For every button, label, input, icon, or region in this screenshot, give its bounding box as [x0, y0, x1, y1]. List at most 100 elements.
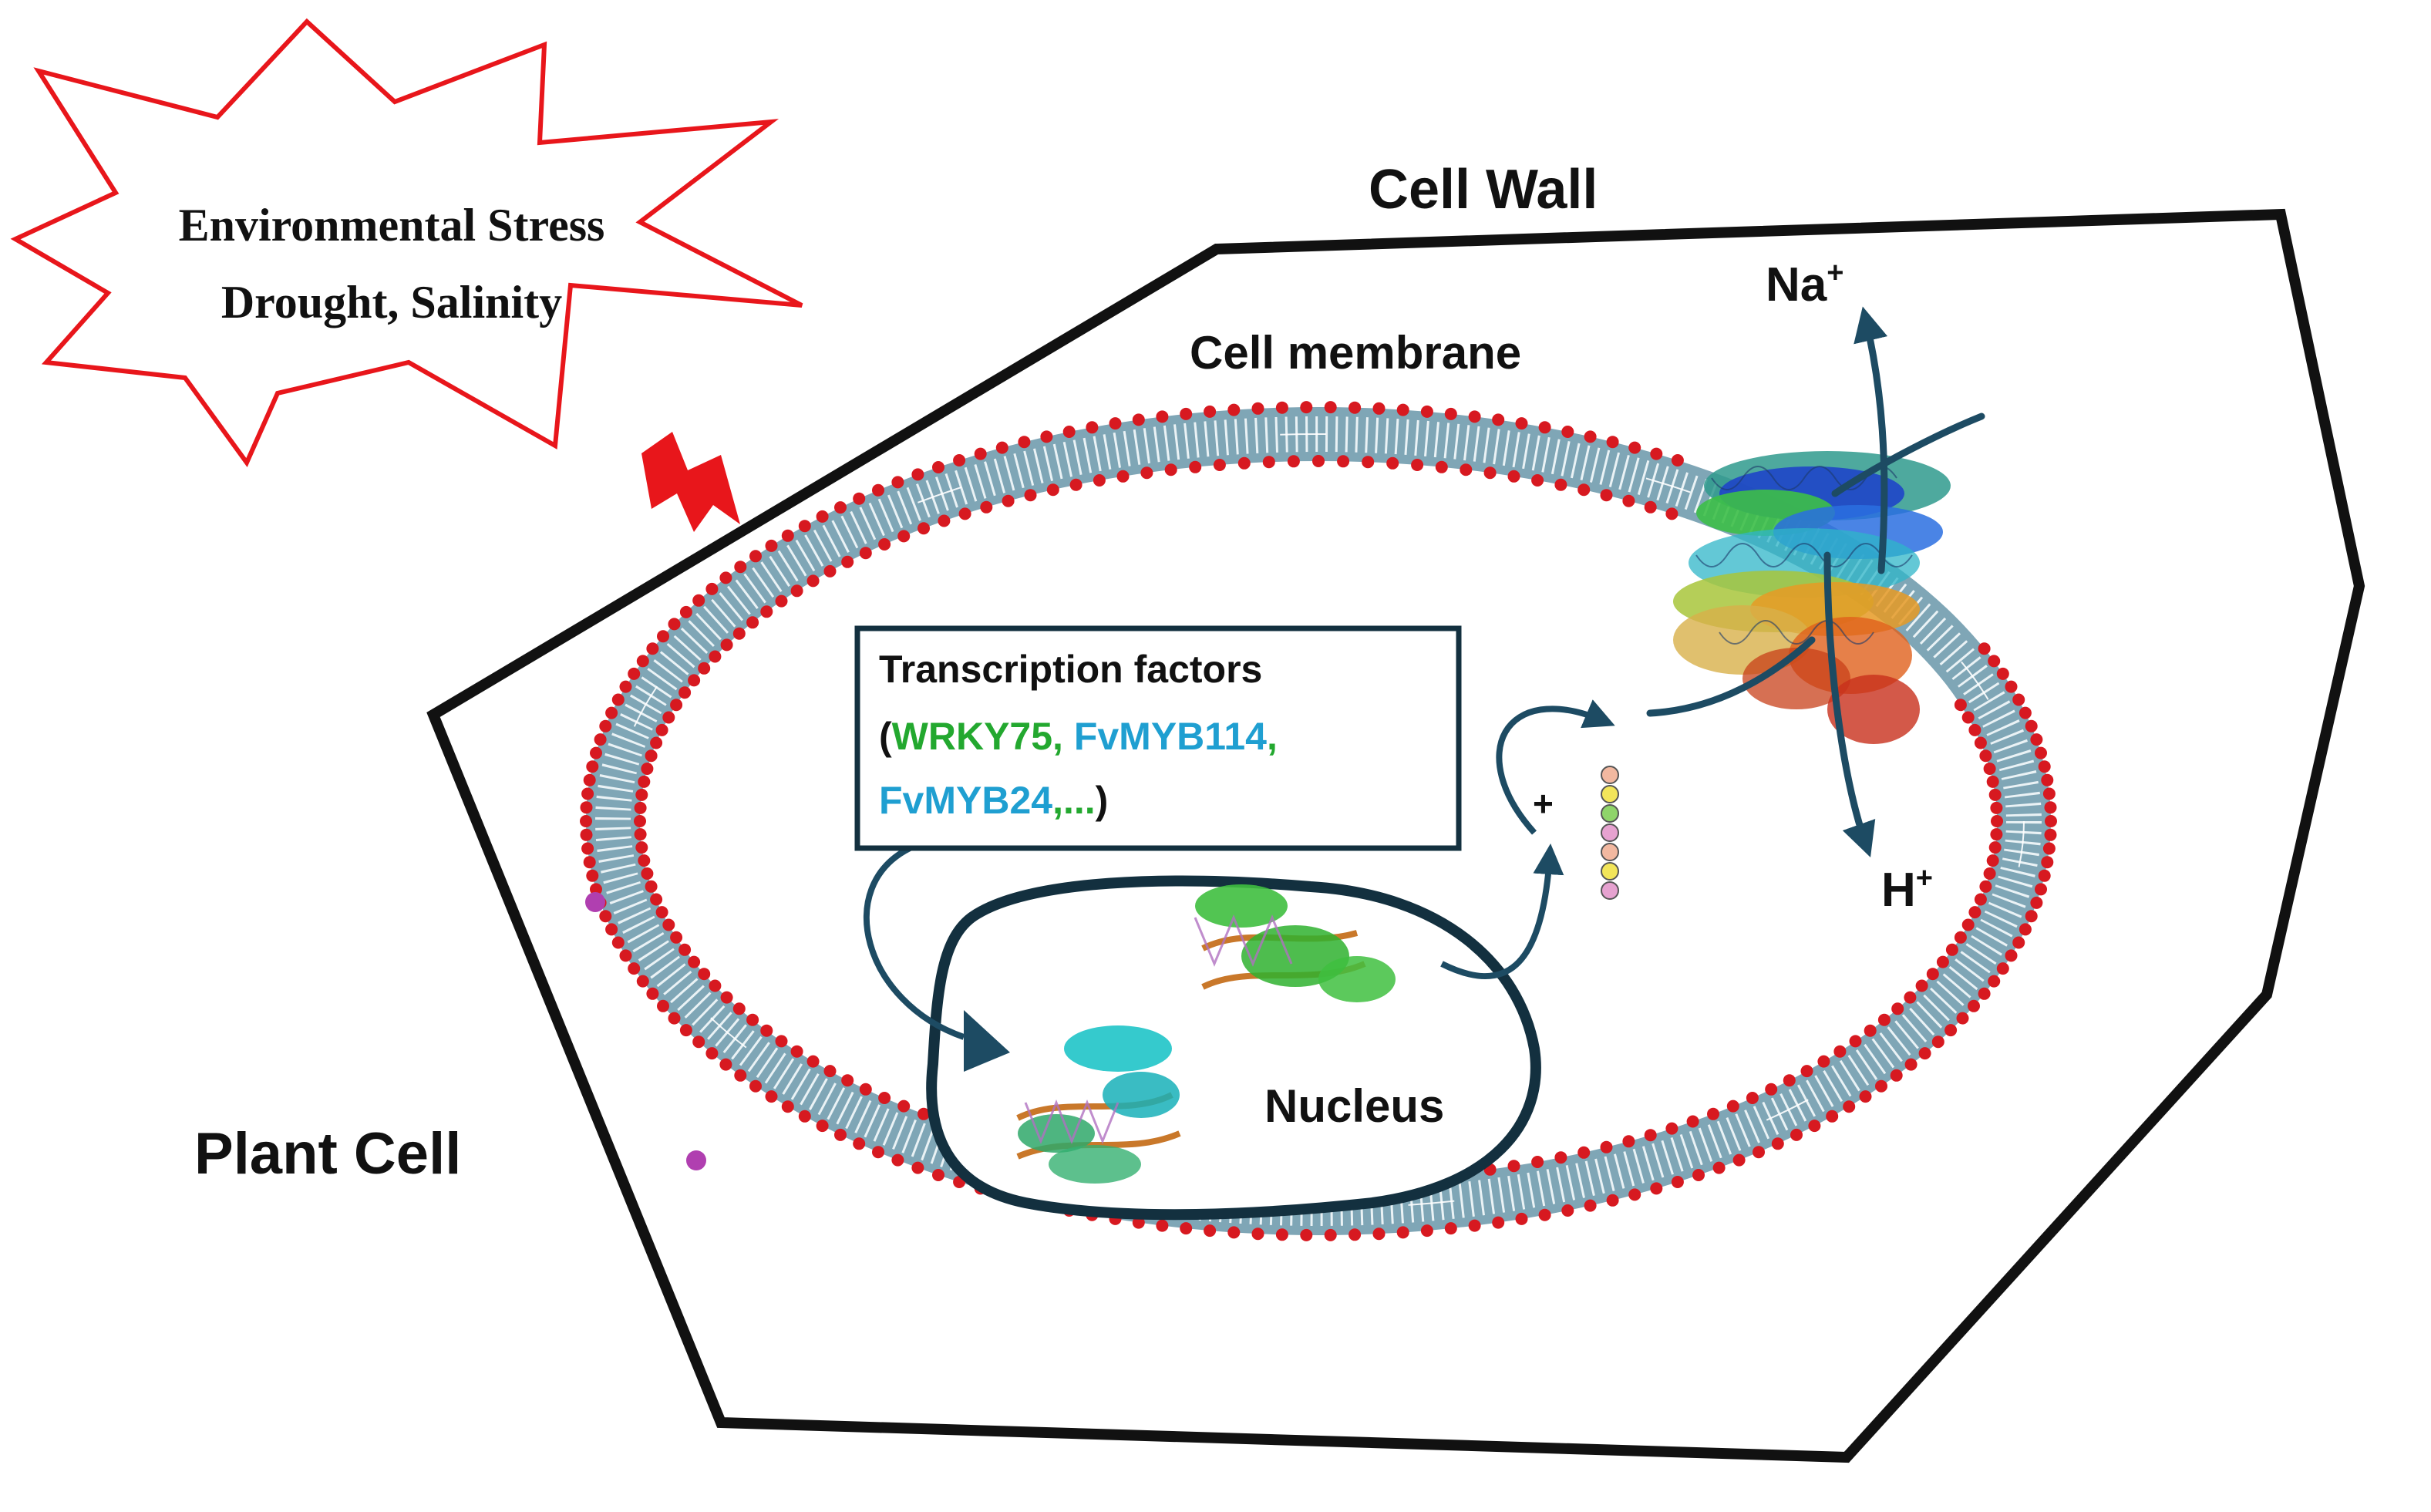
lipid-head — [705, 582, 719, 595]
lipid-head — [1996, 962, 2009, 975]
lipid-head — [734, 561, 747, 574]
lipid-head — [1300, 401, 1313, 414]
lipid-head — [1726, 1099, 1739, 1113]
lipid-head — [611, 936, 625, 949]
lipid-head — [709, 650, 722, 663]
lipid-head — [2045, 815, 2057, 827]
activation-arrow — [1496, 699, 1615, 835]
lipid-head — [1312, 455, 1325, 467]
lipid-head — [1046, 483, 1059, 497]
lipid-head — [1961, 918, 1975, 931]
peptide-bead — [1601, 881, 1619, 900]
lipid-head — [781, 529, 794, 542]
tf-to-nucleus-arrow — [863, 845, 965, 1040]
lipid-head — [1460, 463, 1473, 476]
lipid-head — [1538, 1208, 1551, 1221]
lipid-head — [1420, 1224, 1433, 1238]
lipid-head — [1991, 815, 2003, 827]
lipid-head — [1584, 430, 1597, 443]
lipid-head — [938, 514, 951, 527]
lipid-head — [1444, 407, 1457, 420]
lipid-head — [1986, 775, 1999, 788]
lipid-head — [2044, 828, 2057, 841]
lipid-head — [911, 468, 924, 481]
lipid-head — [1189, 460, 1202, 473]
lipid-head — [1808, 1120, 1821, 1133]
lipid-head — [657, 630, 669, 643]
lipid-head — [1826, 1110, 1839, 1123]
lipid-head — [980, 500, 993, 514]
lipid-head — [746, 616, 759, 629]
lipid-head — [1875, 1079, 1887, 1093]
lipid-head — [2019, 923, 2032, 936]
lipid-head — [638, 854, 651, 867]
tf-box-frame — [854, 625, 1462, 851]
lipid-head — [1561, 426, 1574, 438]
lipid-head — [1843, 1100, 1856, 1113]
lipid-head — [1622, 1135, 1635, 1148]
lipid-head — [1628, 441, 1641, 454]
lipid-head — [1515, 417, 1528, 430]
lipid-head — [1337, 455, 1350, 468]
lipid-head — [1956, 1012, 1969, 1025]
lipid-head — [1420, 405, 1433, 418]
lipid-head — [1732, 1153, 1746, 1167]
lipid-head — [2038, 760, 2051, 773]
lipid-head — [1180, 407, 1193, 420]
lipid-head — [918, 522, 930, 535]
lipid-head — [1435, 460, 1448, 473]
cell-wall-label: Cell Wall — [1369, 159, 1598, 221]
lipid-head — [897, 530, 911, 543]
lipid-head — [834, 1128, 847, 1141]
lipid-head — [1531, 474, 1544, 487]
lipid-head — [645, 880, 658, 893]
lipid-head — [1069, 478, 1083, 491]
lipid-head — [692, 1036, 705, 1049]
lipid-head — [806, 574, 820, 588]
lipid-head — [580, 801, 593, 814]
lipid-head — [1116, 470, 1130, 483]
lipid-head — [1492, 413, 1505, 426]
lipid-head — [698, 968, 711, 981]
lipid-head — [594, 733, 607, 746]
lipid-head — [1018, 436, 1031, 449]
lipid-head — [798, 1110, 811, 1123]
lipid-head — [1753, 1146, 1765, 1159]
lipid-head — [1561, 1204, 1574, 1217]
lipid-head — [1968, 723, 1982, 736]
lipid-head — [605, 706, 618, 719]
lipid-head — [732, 1002, 746, 1015]
peptide-bead — [1601, 823, 1619, 842]
plant-cell-label: Plant Cell — [194, 1121, 461, 1187]
lipid-head — [872, 483, 884, 497]
lipid-head — [1600, 489, 1613, 502]
lipid-head — [790, 1045, 803, 1058]
lipid-head — [853, 492, 866, 505]
lipid-head — [1671, 1176, 1684, 1188]
lipid-head — [1554, 1151, 1567, 1164]
lipid-head — [1396, 403, 1409, 416]
tf-fvmyb24: FvMYB24 — [879, 779, 1052, 822]
lipid-head — [878, 1092, 891, 1104]
lipid-head — [688, 955, 701, 968]
exchange-arrow-left — [1646, 636, 1816, 717]
lipid-head — [1606, 1194, 1619, 1207]
lipid-head — [1600, 1140, 1613, 1153]
lipid-head — [1362, 456, 1375, 469]
lipid-head — [611, 693, 625, 706]
lipid-head — [581, 842, 594, 855]
lipid-head — [823, 564, 837, 578]
lipid-head — [1644, 500, 1657, 514]
lipid-head — [1961, 711, 1975, 724]
lipid-head — [1507, 1160, 1520, 1173]
lipid-head — [636, 975, 649, 988]
lipid-head — [775, 594, 788, 608]
lipid-head — [1954, 931, 1967, 944]
lipid-head — [878, 538, 891, 551]
lipid-head — [2025, 910, 2038, 923]
peptide-bead — [1601, 843, 1619, 861]
lipid-head — [1978, 642, 1991, 655]
lipid-head — [1024, 489, 1037, 502]
lipid-head — [1386, 456, 1399, 470]
